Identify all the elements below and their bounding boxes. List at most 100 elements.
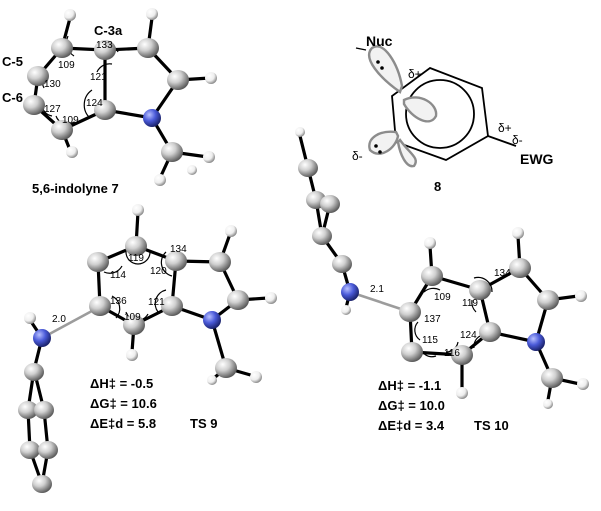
hydrogen-atom (203, 151, 215, 163)
hydrogen-atom (187, 165, 197, 175)
carbon-atom (27, 66, 49, 86)
hydrogen-atom (424, 237, 436, 249)
hydrogen-atom (341, 305, 351, 315)
hydrogen-atom (132, 204, 144, 216)
hydrogen-atom (577, 378, 589, 390)
carbon-atom (401, 342, 423, 362)
angle-label: 134 (170, 244, 187, 255)
hydrogen-atom (126, 349, 138, 361)
carbon-atom (34, 401, 54, 419)
carbon-atom (227, 290, 249, 310)
angle-label: 109 (58, 60, 75, 71)
carbon-atom (94, 100, 116, 120)
delta-plus-label: δ+ (408, 67, 422, 81)
carbon-atom (541, 368, 563, 388)
ewg-bond (487, 135, 517, 147)
carbon-atom (125, 236, 147, 256)
nuc-label: Nuc (366, 33, 393, 49)
carbon-atom (161, 296, 183, 316)
orbital-lobe (396, 138, 417, 168)
hydrogen-atom (64, 9, 76, 21)
lone-pair-dot (380, 66, 384, 70)
angle-label: 124 (86, 98, 103, 109)
svg-text:ΔE‡d = 5.8: ΔE‡d = 5.8 (90, 416, 156, 431)
svg-text:ΔH‡ = -0.5: ΔH‡ = -0.5 (90, 376, 153, 391)
ts9-atoms (18, 204, 277, 493)
nitrogen-atom (527, 333, 545, 351)
svg-text:ΔE‡d = 3.4: ΔE‡d = 3.4 (378, 418, 445, 433)
angle-label: 121 (90, 72, 107, 83)
hydrogen-atom (250, 371, 262, 383)
carbon-atom (165, 251, 187, 271)
carbon-atom (38, 441, 58, 459)
delta-minus-label: δ- (512, 133, 523, 147)
angle-label: 109 (124, 312, 141, 323)
ts9-energies: ΔH‡ = -0.5 ΔG‡ = 10.6 ΔE‡d = 5.8 TS 9 (90, 376, 217, 431)
carbon-atom (312, 227, 332, 245)
structure-7-atoms (23, 8, 217, 186)
ts10-label: TS 10 (474, 418, 509, 433)
hydrogen-atom (207, 375, 217, 385)
hydrogen-atom (295, 127, 305, 137)
carbon-atom (537, 290, 559, 310)
carbon-atom (332, 255, 352, 273)
angle-label: 137 (424, 314, 441, 325)
angle-label: 124 (460, 330, 477, 341)
label-c6: C-6 (2, 90, 23, 105)
ts10-atoms (295, 127, 589, 409)
hydrogen-atom (575, 290, 587, 302)
carbon-atom (399, 302, 421, 322)
angle-label: 115 (422, 335, 438, 346)
carbon-atom (209, 252, 231, 272)
transition-state-10: 2.1 134 109 119 137 124 115 116 ΔH‡ = -1… (295, 127, 589, 433)
free-energy-label: ΔG‡ (90, 396, 117, 411)
enthalpy-label: ΔH‡ (378, 378, 404, 393)
nitrogen-atom (143, 109, 161, 127)
hydrogen-atom (205, 72, 217, 84)
carbon-atom (32, 475, 52, 493)
carbon-atom (215, 358, 237, 378)
angle-label: 119 (462, 298, 478, 309)
carbon-atom (451, 345, 473, 365)
transition-state-9: 2.0 119 134 114 120 136 121 109 ΔH‡ = -0… (18, 204, 277, 493)
enthalpy-label: ΔH‡ (90, 376, 116, 391)
carbon-atom (123, 315, 145, 335)
ewg-label: EWG (520, 151, 554, 167)
hydrogen-atom (146, 8, 158, 20)
ts9-label: TS 9 (190, 416, 217, 431)
hydrogen-atom (154, 174, 166, 186)
angle-label: 119 (128, 253, 144, 264)
ts10-energies: ΔH‡ = -1.1 ΔG‡ = 10.0 ΔE‡d = 3.4 TS 10 (378, 378, 509, 433)
angle-label: 133 (96, 40, 113, 51)
lone-pair-dot (378, 150, 382, 154)
carbon-atom (51, 120, 73, 140)
carbon-atom (94, 40, 116, 60)
structure-7-indolyne: C-3a C-5 C-6 109 133 130 121 127 124 109… (2, 8, 217, 196)
angle-label: 116 (444, 348, 460, 359)
lone-pair-dot (374, 144, 378, 148)
svg-text:ΔG‡ = 10.6: ΔG‡ = 10.6 (90, 396, 157, 411)
carbon-atom (89, 296, 111, 316)
hydrogen-atom (265, 292, 277, 304)
angle-label: 127 (44, 104, 61, 115)
carbon-atom (51, 38, 73, 58)
angle-label: 109 (62, 115, 79, 126)
attack-arrow (355, 47, 367, 51)
distortion-energy-value: = 3.4 (411, 418, 445, 433)
label-c3a: C-3a (94, 23, 123, 38)
hydrogen-atom (543, 399, 553, 409)
free-energy-label: ΔG‡ (378, 398, 405, 413)
carbon-atom (161, 142, 183, 162)
distortion-energy-label: ΔE‡d (90, 416, 123, 431)
distortion-energy-value: = 5.8 (123, 416, 156, 431)
carbon-atom (24, 363, 44, 381)
carbon-atom (479, 322, 501, 342)
aromatic-circle (405, 79, 475, 149)
hydrogen-atom (24, 312, 36, 324)
free-energy-value: = 10.6 (117, 396, 157, 411)
carbon-atom (469, 280, 491, 300)
angle-label: 134 (494, 268, 511, 279)
orbital-lobe (402, 96, 438, 123)
angle-label: 136 (110, 296, 127, 307)
